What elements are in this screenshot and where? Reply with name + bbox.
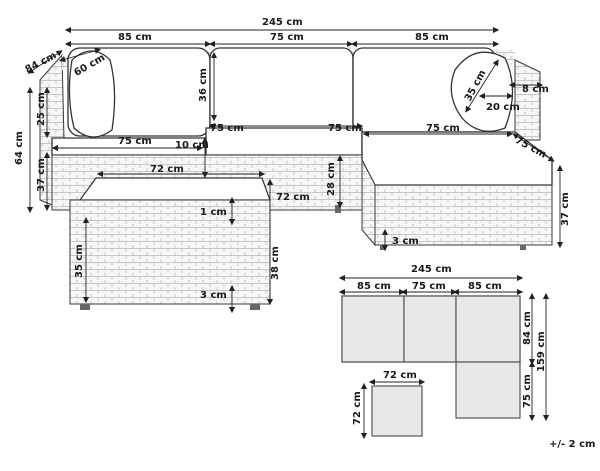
label-middle-seat-width: 75 cm (270, 32, 304, 43)
plan-table (371, 385, 423, 437)
label-seat-mid-left: 75 cm (210, 123, 244, 134)
ottoman-base (375, 185, 552, 245)
label-seat-mid-right: 75 cm (328, 123, 362, 134)
plan-label-seg1: 85 cm (357, 281, 391, 292)
label-frame-height: 28 cm (326, 162, 337, 196)
label-total-height: 64 cm (14, 131, 25, 165)
plan-ottoman (455, 361, 521, 419)
sofa-drawing (39, 47, 553, 310)
dimension-lines (26, 26, 564, 314)
plan-label-depth: 84 cm (522, 311, 533, 345)
label-total-width: 245 cm (262, 17, 303, 28)
plan-label-table-depth: 72 cm (352, 391, 363, 425)
plan-label-total-depth: 159 cm (536, 331, 547, 372)
plan-label-total-width: 245 cm (411, 264, 452, 275)
label-table-width: 72 cm (150, 164, 184, 175)
label-gap: 10 cm (175, 140, 209, 151)
plan-right-seat (455, 295, 521, 363)
table-body (70, 200, 270, 304)
tolerance-note: +/- 2 cm (549, 439, 595, 450)
label-seat-height: 37 cm (36, 158, 47, 192)
label-seat-cushion-left: 75 cm (118, 136, 152, 147)
label-pillow-depth: 20 cm (486, 102, 520, 113)
plan-label-ottoman-depth: 75 cm (522, 374, 533, 408)
plan-label-seg2: 75 cm (412, 281, 446, 292)
plan-left-seat (341, 295, 405, 363)
label-left-seat-width: 85 cm (118, 32, 152, 43)
label-arm-width: 8 cm (522, 84, 549, 95)
table-glass-top (78, 177, 271, 201)
label-backrest-height: 25 cm (36, 92, 47, 126)
label-leg-height: 3 cm (392, 236, 419, 247)
right-armrest (515, 60, 540, 140)
label-table-leg-height: 3 cm (200, 290, 227, 301)
plan-label-table-width: 72 cm (383, 370, 417, 381)
plan-label-seg3: 85 cm (468, 281, 502, 292)
label-back-height: 36 cm (198, 68, 209, 102)
label-ottoman-height: 37 cm (560, 192, 571, 226)
label-table-body-height: 35 cm (74, 244, 85, 278)
plan-view: 245 cm 85 cm 75 cm 85 cm 84 cm 159 cm 75… (338, 264, 550, 440)
label-table-height: 38 cm (270, 246, 281, 280)
label-table-glass: 72 cm (276, 192, 310, 203)
label-table-top-thickness: 1 cm (200, 207, 227, 218)
label-ottoman-top: 75 cm (426, 123, 460, 134)
label-right-seat-width: 85 cm (415, 32, 449, 43)
plan-middle-seat (403, 295, 457, 363)
